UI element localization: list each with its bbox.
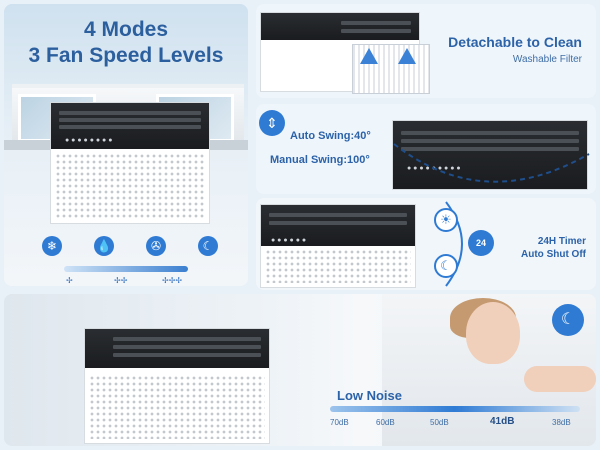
noise-level-38: 38dB <box>552 418 571 427</box>
timer-label-line1: 24H Timer <box>537 236 586 247</box>
control-panel: ● ● ● ● ● ● ● ● <box>65 137 113 144</box>
timer-panel: ● ● ● ● ● ● ☀ ☾ 24 24H Timer Auto Shut O… <box>256 198 596 290</box>
arrow-up-icon <box>398 48 416 64</box>
washable-filter <box>352 44 430 94</box>
fan-speed-high-icon: ✢✢✢ <box>162 276 183 285</box>
modes-panel: 4 Modes 3 Fan Speed Levels ● ● ● ● ● ● ●… <box>4 4 248 286</box>
air-grille <box>265 249 411 283</box>
louver <box>341 29 411 33</box>
louver <box>401 139 579 143</box>
louver <box>341 21 411 25</box>
air-grille <box>89 374 265 439</box>
swing-arc <box>393 143 590 183</box>
control-panel: ● ● ● ● ● ● <box>271 237 307 244</box>
louver <box>401 131 579 135</box>
auto-swing-label: Auto Swing:40° <box>290 130 371 142</box>
swing-icon: ⇕ <box>259 110 285 136</box>
filter-panel: Detachable to Clean Washable Filter <box>256 4 596 98</box>
ac-front-panel <box>261 13 419 40</box>
louver <box>59 111 201 115</box>
noise-level-50: 50dB <box>430 418 449 427</box>
louver <box>59 125 201 129</box>
arrow-up-icon <box>360 48 378 64</box>
sleep-mode-icon: ☾ <box>552 304 584 336</box>
ac-front-panel: ● ● ● ● ● ● ● ● <box>51 103 209 149</box>
ac-unit: ● ● ● ● ● ● <box>260 204 416 288</box>
noise-level-bar <box>330 406 580 412</box>
fan-speed-bar <box>64 266 188 272</box>
noise-level-70: 70dB <box>330 418 349 427</box>
louver <box>113 337 261 341</box>
louver <box>269 221 407 225</box>
ac-front-panel: ● ● ● ● ● ● <box>261 205 415 246</box>
filter-subtitle: Washable Filter <box>512 54 582 65</box>
louver <box>59 118 201 122</box>
moon-icon: ☾ <box>434 254 458 278</box>
snowflake-icon: ❄ <box>42 236 62 256</box>
louver <box>113 353 261 357</box>
ac-unit <box>84 328 270 444</box>
modes-title-line2: 3 Fan Speed Levels <box>28 44 224 67</box>
louver <box>113 345 261 349</box>
noise-level-41: 41dB <box>490 416 515 427</box>
fan-speed-mid-icon: ✢✢ <box>114 276 128 285</box>
sleeping-woman-arm <box>524 366 596 392</box>
fan-icon: ✇ <box>146 236 166 256</box>
fan-speed-low-icon: ✢ <box>66 276 73 285</box>
ac-front-panel: ● ● ● ● ● ● ● ● ● <box>393 121 587 189</box>
timer-icon: 24 <box>468 230 494 256</box>
air-grille <box>55 153 205 219</box>
dehumidify-icon: 💧 <box>94 236 114 256</box>
noise-level-60: 60dB <box>376 418 395 427</box>
swing-panel: ⇕ Auto Swing:40° Manual Swing:100° ● ● ●… <box>256 104 596 194</box>
sleeping-woman-face <box>466 302 520 364</box>
noise-panel: ☾ Low Noise 70dB 60dB 50dB 41dB 38dB <box>4 294 596 446</box>
manual-swing-label: Manual Swing:100° <box>270 154 370 166</box>
ac-front-panel <box>85 329 269 368</box>
timer-label-line2: Auto Shut Off <box>521 249 586 260</box>
louver <box>401 147 579 151</box>
louver <box>269 213 407 217</box>
ac-unit: ● ● ● ● ● ● ● ● <box>50 102 210 224</box>
sleep-icon: ☾ <box>198 236 218 256</box>
ac-unit: ● ● ● ● ● ● ● ● ● <box>392 120 588 190</box>
modes-title-line1: 4 Modes <box>83 18 169 41</box>
filter-title: Detachable to Clean <box>448 34 582 50</box>
noise-title: Low Noise <box>337 388 403 403</box>
sun-icon: ☀ <box>434 208 458 232</box>
